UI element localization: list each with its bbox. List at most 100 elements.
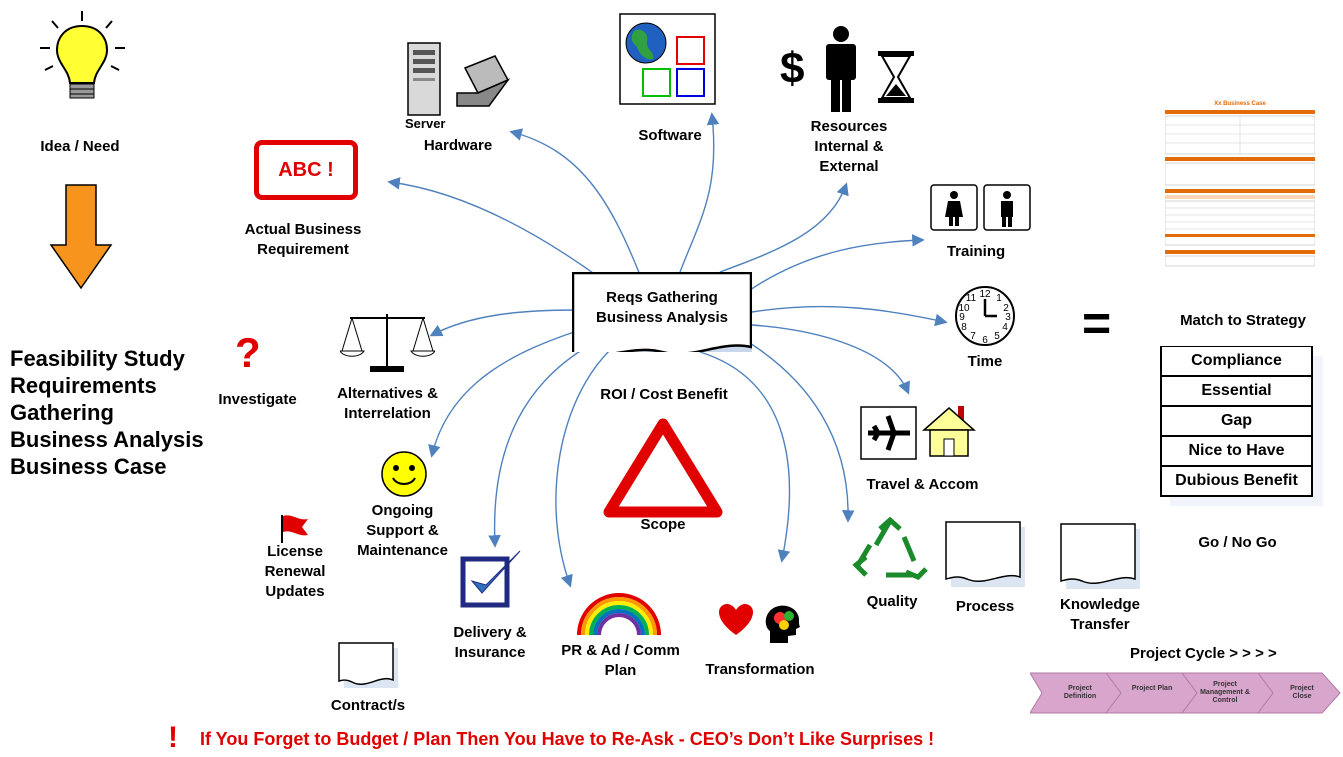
scope-label: Scope [640,516,686,533]
flag-icon [281,515,308,543]
svg-text:11: 11 [966,293,977,304]
license-label: License Renewal Updates [250,542,340,602]
arrow-to-software [679,112,720,273]
reqs-gathering-title: Reqs Gathering Business Analysis [572,288,752,328]
knowledge-transfer-label: Knowledge Transfer [1045,595,1155,635]
arrow-to-quality [744,339,855,523]
recycle-icon [852,517,928,580]
arrow-to-resources [719,182,849,273]
exclamation-icon: ! [168,721,178,754]
process-label: Process [955,598,1015,615]
stack-line: Gathering [10,400,114,425]
hardware-label: Hardware [423,137,493,154]
scope-triangle-icon [603,418,723,518]
hourglass-icon [878,51,914,103]
question-mark-icon: ? [235,329,261,376]
go-no-go-label: Go / No Go [1198,534,1277,551]
person-icon [826,26,856,112]
airplane-icon [860,406,917,460]
svg-text:9: 9 [959,312,965,323]
equals-sign: = [1082,295,1112,351]
contract-document-icon [338,642,398,688]
project-cycle-chevrons [1030,672,1341,714]
arrow-to-transformation [699,351,791,563]
svg-text:8: 8 [961,322,967,333]
label-line: Support & [366,522,439,539]
arrow-to-time [751,305,948,327]
knowledge-document-icon [1060,523,1140,589]
head-brain-icon [765,605,800,643]
arrow-to-alternatives [429,309,576,337]
strategy-item: Compliance [1160,346,1313,376]
smiley-icon [381,451,427,497]
time-label: Time [967,353,1003,370]
software-label: Software [638,127,702,144]
label-line: Delivery & [453,624,527,641]
down-arrow-icon [49,184,113,290]
house-icon [922,406,976,457]
rainbow-icon [577,593,661,636]
ongoing-support-label: Ongoing Support & Maintenance [345,501,460,561]
svg-text:6: 6 [982,335,988,346]
heart-icon [719,604,753,635]
arrow-to-training [749,234,925,291]
business-case-form-graphic [1164,110,1316,267]
training-icon [930,184,1031,231]
lightbulb-icon [40,11,125,99]
phase-label: Project Plan [1131,685,1173,692]
svg-text:10: 10 [958,303,970,314]
scales-icon [340,314,435,372]
roi-label: ROI / Cost Benefit [600,386,728,403]
business-case-thumbnail: Xx Business Case [1164,100,1316,275]
arrow-to-delivery [488,344,591,548]
investigate-label: Investigate [218,391,297,408]
svg-text:4: 4 [1002,322,1008,333]
quality-label: Quality [866,593,918,610]
strategy-item: Gap [1160,406,1313,436]
reqs-gathering-document [572,272,752,352]
strategy-list: Compliance Essential Gap Nice to Have Du… [1160,346,1323,506]
strategy-item: Essential [1160,376,1313,406]
label-line: Alternatives & [337,385,438,402]
label-line: Resources [810,118,888,135]
label-line: Insurance [454,644,526,661]
label-line: Business Analysis [595,309,728,326]
dollar-icon: $ [780,44,805,93]
label-line: Knowledge [1059,596,1140,613]
label-line: PR & Ad / Comm [561,642,680,659]
phase-label: Project Close [1290,685,1314,700]
resources-label: Resources Internal & External [790,117,908,177]
contracts-label: Contract/s [330,697,406,714]
project-cycle-label: Project Cycle > > > > [1130,645,1277,662]
stack-line: Feasibility Study [10,346,185,371]
idea-need-label: Idea / Need [40,138,120,155]
svg-text:7: 7 [970,331,976,342]
process-document-icon [945,521,1025,587]
actual-business-label: Actual Business Requirement [228,220,378,260]
label-line: Ongoing [371,502,434,519]
training-label: Training [946,243,1006,260]
svg-text:2: 2 [1003,303,1009,314]
transformation-label: Transformation [705,661,815,678]
label-line: Internal & [814,138,884,155]
pr-comm-label: PR & Ad / Comm Plan [548,641,693,681]
svg-text:5: 5 [994,331,1000,342]
label-line: Updates [265,583,325,600]
label-line: Plan [604,662,637,679]
label-line: Reqs Gathering [606,289,718,306]
svg-text:12: 12 [979,289,991,300]
stack-line: Requirements [10,373,157,398]
label-line: Interrelation [344,405,431,422]
arrow-to-hardware [509,128,641,276]
arrow-to-actual-business [387,177,601,279]
match-strategy-label: Match to Strategy [1180,312,1306,329]
stack-line: Business Analysis [10,427,204,452]
footer-warning: If You Forget to Budget / Plan Then You … [200,729,935,749]
travel-label: Travel & Accom [866,476,979,493]
checkbox-icon [460,550,521,608]
label-line: External [819,158,879,175]
stack-line: Business Case [10,454,167,479]
strategy-item: Nice to Have [1160,436,1313,466]
